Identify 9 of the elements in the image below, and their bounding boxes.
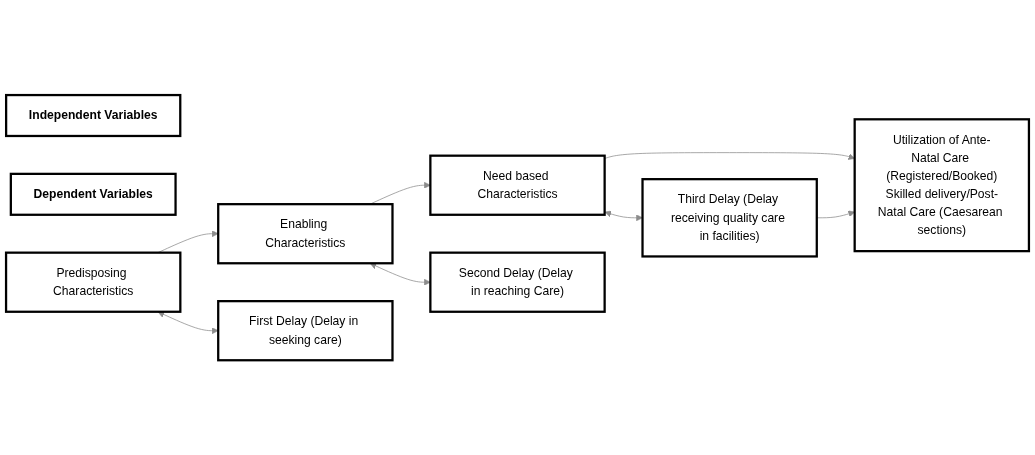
node-box: Enabling Characteristics [217, 202, 394, 265]
node-box: Utilization of Ante-Natal Care (Registered/Booked) Skilled delivery/Post-Natal Care (Caesarean sections) [853, 118, 1031, 253]
node-box: First Delay (Delay in seeking care) [217, 299, 394, 362]
node-box: Independent Variables [5, 93, 182, 137]
node-box: Dependent Variables [9, 172, 177, 216]
node-box: Third Delay (Delay receiving quality care in facilities) [641, 177, 818, 258]
node-box: Predisposing Characteristics [4, 251, 182, 313]
node-box: Second Delay (Delay in reaching Care) [429, 251, 606, 313]
node-box: Need based Characteristics [429, 154, 606, 216]
